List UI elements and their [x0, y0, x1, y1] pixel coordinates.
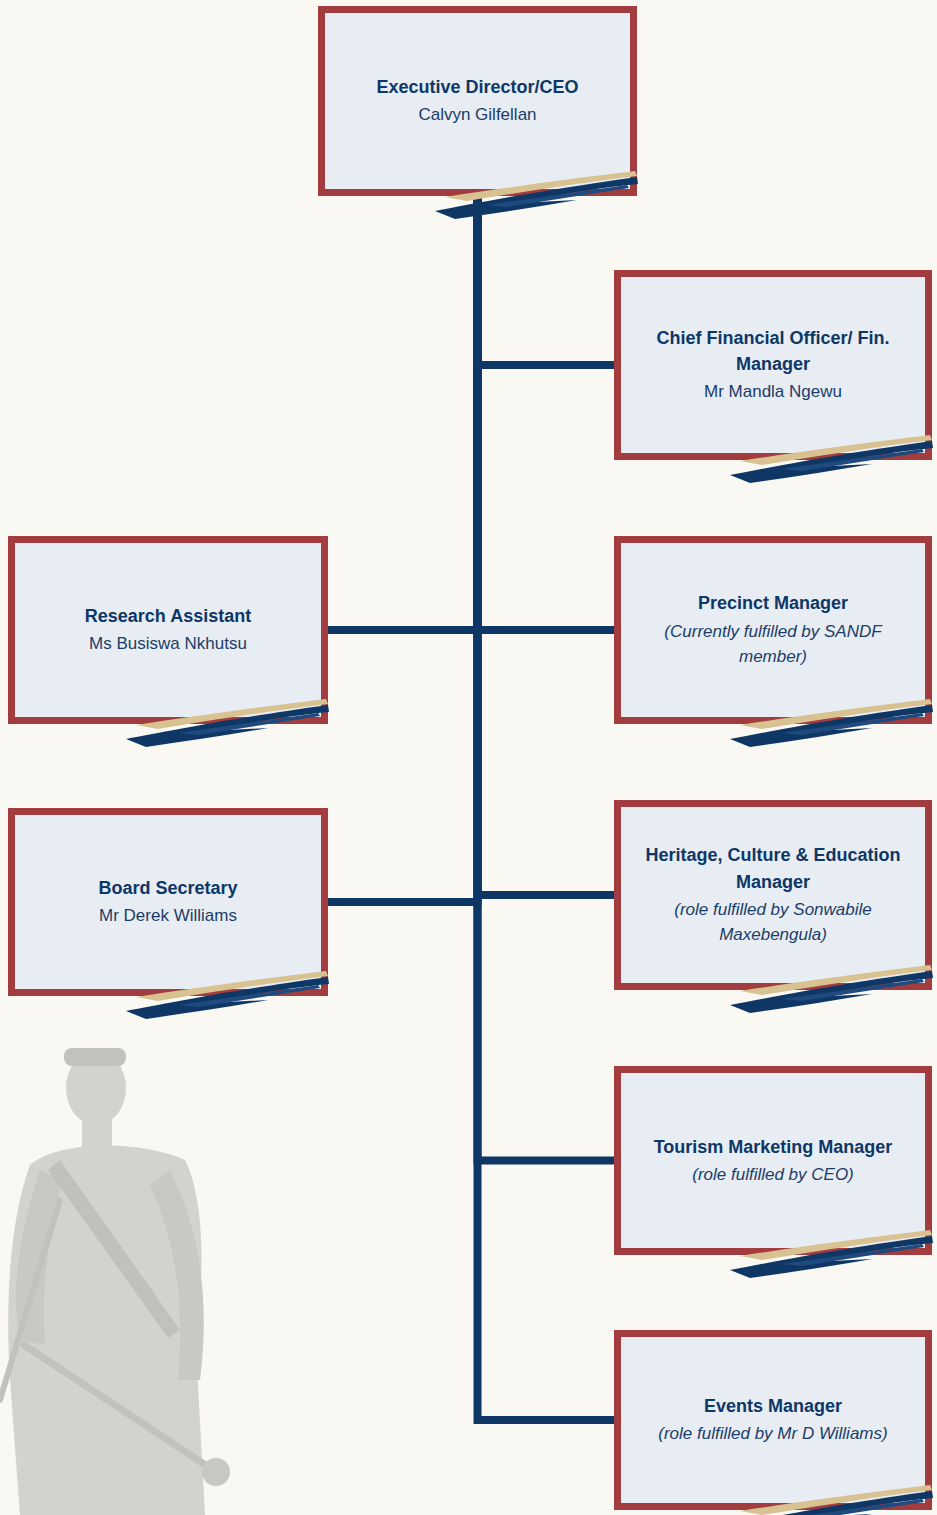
reporting-line [478, 196, 615, 1161]
brush-navy [126, 977, 329, 1019]
role-holder: (role fulfilled by CEO) [692, 1162, 854, 1188]
brush-streak [782, 979, 924, 1001]
role-title: Chief Financial Officer/ Fin. Manager [638, 325, 908, 377]
reporting-line [328, 196, 478, 630]
brush-navy [435, 177, 638, 219]
role-title: Events Manager [704, 1393, 842, 1419]
role-holder: (Currently fulfilled by SANDF member) [638, 619, 908, 670]
brush-streak [782, 713, 924, 735]
brush-navy [730, 1236, 933, 1278]
org-box: Events Manager(role fulfilled by Mr D Wi… [614, 1330, 932, 1510]
role-holder: Mr Mandla Ngewu [704, 379, 842, 405]
role-title: Heritage, Culture & Education Manager [638, 842, 908, 894]
brush-stroke [118, 695, 330, 747]
brush-stroke [722, 695, 934, 747]
reporting-line [478, 196, 615, 365]
brush-stroke [722, 1226, 934, 1278]
brush-stroke [722, 961, 934, 1013]
brush-streak [782, 449, 924, 471]
brush-navy [730, 441, 933, 483]
role-holder: Mr Derek Williams [99, 903, 237, 929]
brush-navy [730, 971, 933, 1013]
role-holder: (role fulfilled by Mr D Williams) [658, 1421, 887, 1447]
brush-stroke [118, 967, 330, 1019]
brush-streak [178, 713, 320, 735]
brush-navy [126, 705, 329, 747]
role-title: Research Assistant [85, 603, 251, 629]
brush-streak [487, 185, 629, 207]
role-holder: Calvyn Gilfellan [418, 102, 536, 128]
role-title: Tourism Marketing Manager [654, 1134, 893, 1160]
reporting-line [478, 196, 615, 1420]
brush-stroke [427, 167, 639, 219]
role-title: Board Secretary [98, 875, 237, 901]
brush-streak [782, 1499, 924, 1515]
role-holder: (role fulfilled by Sonwabile Maxebengula… [638, 897, 908, 948]
brush-stroke [722, 1481, 934, 1515]
brush-streak [178, 985, 320, 1007]
org-box: Tourism Marketing Manager(role fulfilled… [614, 1066, 932, 1255]
org-box: Research AssistantMs Busiswa Nkhutsu [8, 536, 328, 724]
brush-stroke [722, 431, 934, 483]
reporting-line [478, 196, 615, 895]
org-box: Board SecretaryMr Derek Williams [8, 808, 328, 996]
org-box: Heritage, Culture & Education Manager(ro… [614, 800, 932, 990]
brush-navy [730, 705, 933, 747]
org-box: Executive Director/CEOCalvyn Gilfellan [318, 6, 637, 196]
org-box: Precinct Manager (Currently fulfilled by … [614, 536, 932, 724]
brush-streak [782, 1244, 924, 1266]
brush-navy [730, 1491, 933, 1515]
reporting-line [328, 196, 478, 902]
reporting-line [478, 196, 615, 630]
org-box: Chief Financial Officer/ Fin. ManagerMr … [614, 270, 932, 460]
role-title: Executive Director/CEO [376, 74, 578, 100]
role-holder: Ms Busiswa Nkhutsu [89, 631, 247, 657]
role-title: Precinct Manager [698, 590, 848, 616]
